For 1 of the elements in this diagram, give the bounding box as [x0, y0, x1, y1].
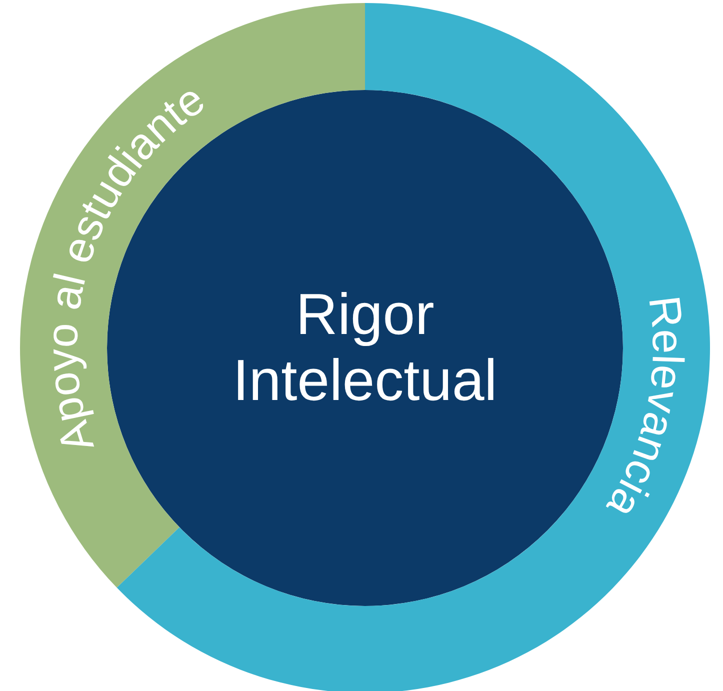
- center-label: Rigor Intelectual: [195, 282, 535, 414]
